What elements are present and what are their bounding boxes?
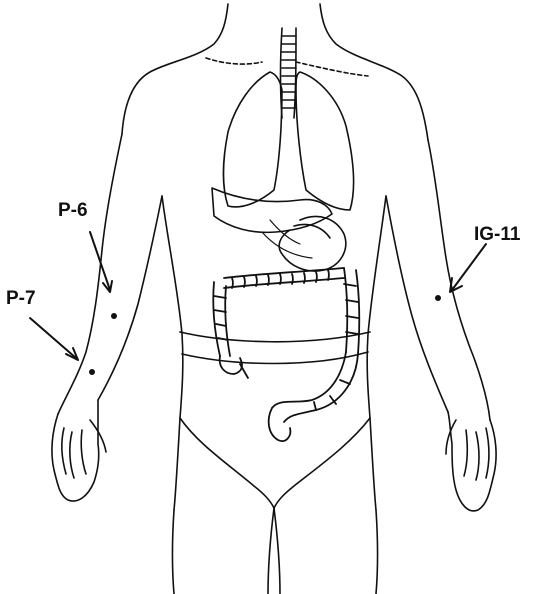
arrow-p7 — [30, 318, 78, 360]
arrow-ig11 — [450, 244, 486, 292]
point-p6-dot — [111, 313, 117, 319]
label-p6: P-6 — [58, 200, 88, 221]
point-p7-dot — [89, 369, 95, 375]
colon — [213, 268, 359, 441]
point-ig11-dot — [435, 295, 441, 301]
body-outline — [52, 4, 496, 594]
arrow-p6 — [90, 232, 112, 292]
small-intestine — [262, 220, 312, 258]
label-p7: P-7 — [6, 288, 36, 309]
label-ig11: IG-11 — [474, 224, 521, 245]
trachea — [281, 28, 297, 118]
